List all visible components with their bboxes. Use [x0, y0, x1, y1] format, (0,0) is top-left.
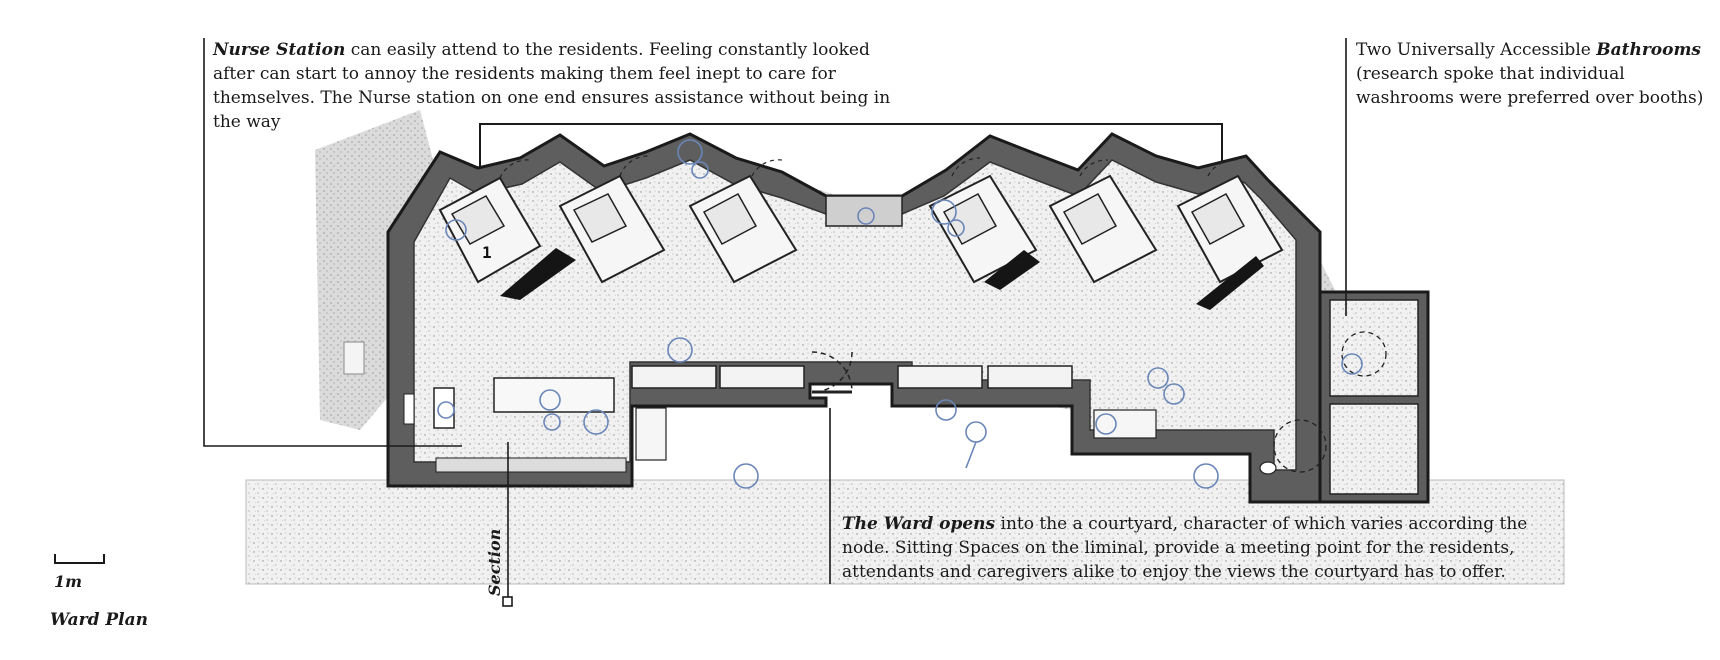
- ward-walls: [386, 132, 1430, 504]
- section-label: Section: [485, 529, 504, 596]
- scale-bar: [54, 554, 105, 564]
- nurse-station-body: can easily attend to the residents. Feel…: [213, 40, 891, 132]
- bed-bay: [558, 174, 666, 284]
- nurse-station-leader: [203, 38, 462, 447]
- bed-bay: [688, 174, 798, 284]
- nurse-station-note: Nurse Station can easily attend to the r…: [213, 38, 893, 134]
- leader-lines: [54, 38, 1347, 607]
- nurse-station-counter: [403, 377, 627, 473]
- roof-outline: [479, 123, 1223, 200]
- section-marker-box: [502, 596, 513, 607]
- people-figures: [437, 139, 1363, 489]
- left-wall-windows: [343, 341, 365, 375]
- ward-opens-body: into the a courtyard, character of which…: [842, 514, 1528, 582]
- ward-opens-note: The Ward opens into the a courtyard, cha…: [842, 512, 1572, 584]
- bed-number-label: 1: [482, 243, 492, 262]
- bathrooms-lead: Bathrooms: [1596, 40, 1702, 60]
- bathrooms-prefix: Two Universally Accessible: [1356, 40, 1591, 60]
- scale-label: 1m: [54, 572, 83, 591]
- nurse-station-lead: Nurse Station: [213, 40, 346, 60]
- main-entry-doors: [811, 351, 853, 394]
- top-corridor: [825, 195, 903, 227]
- bathrooms-body: (research spoke that individual washroom…: [1356, 64, 1704, 108]
- bathrooms-note: Two Universally Accessible Bathrooms (re…: [1356, 38, 1706, 110]
- bathrooms-block: [1259, 290, 1430, 504]
- plan-title: Ward Plan: [50, 610, 149, 630]
- bed-bay: [928, 174, 1038, 284]
- corridor-seating: [631, 365, 1157, 461]
- bed-bay: [1176, 174, 1284, 284]
- door-swings: [499, 155, 1237, 179]
- ward-opens-lead: The Ward opens: [842, 514, 996, 534]
- bed-bay: [1048, 174, 1158, 284]
- dark-wedges: [500, 248, 1264, 310]
- bed-bays: [438, 174, 1284, 284]
